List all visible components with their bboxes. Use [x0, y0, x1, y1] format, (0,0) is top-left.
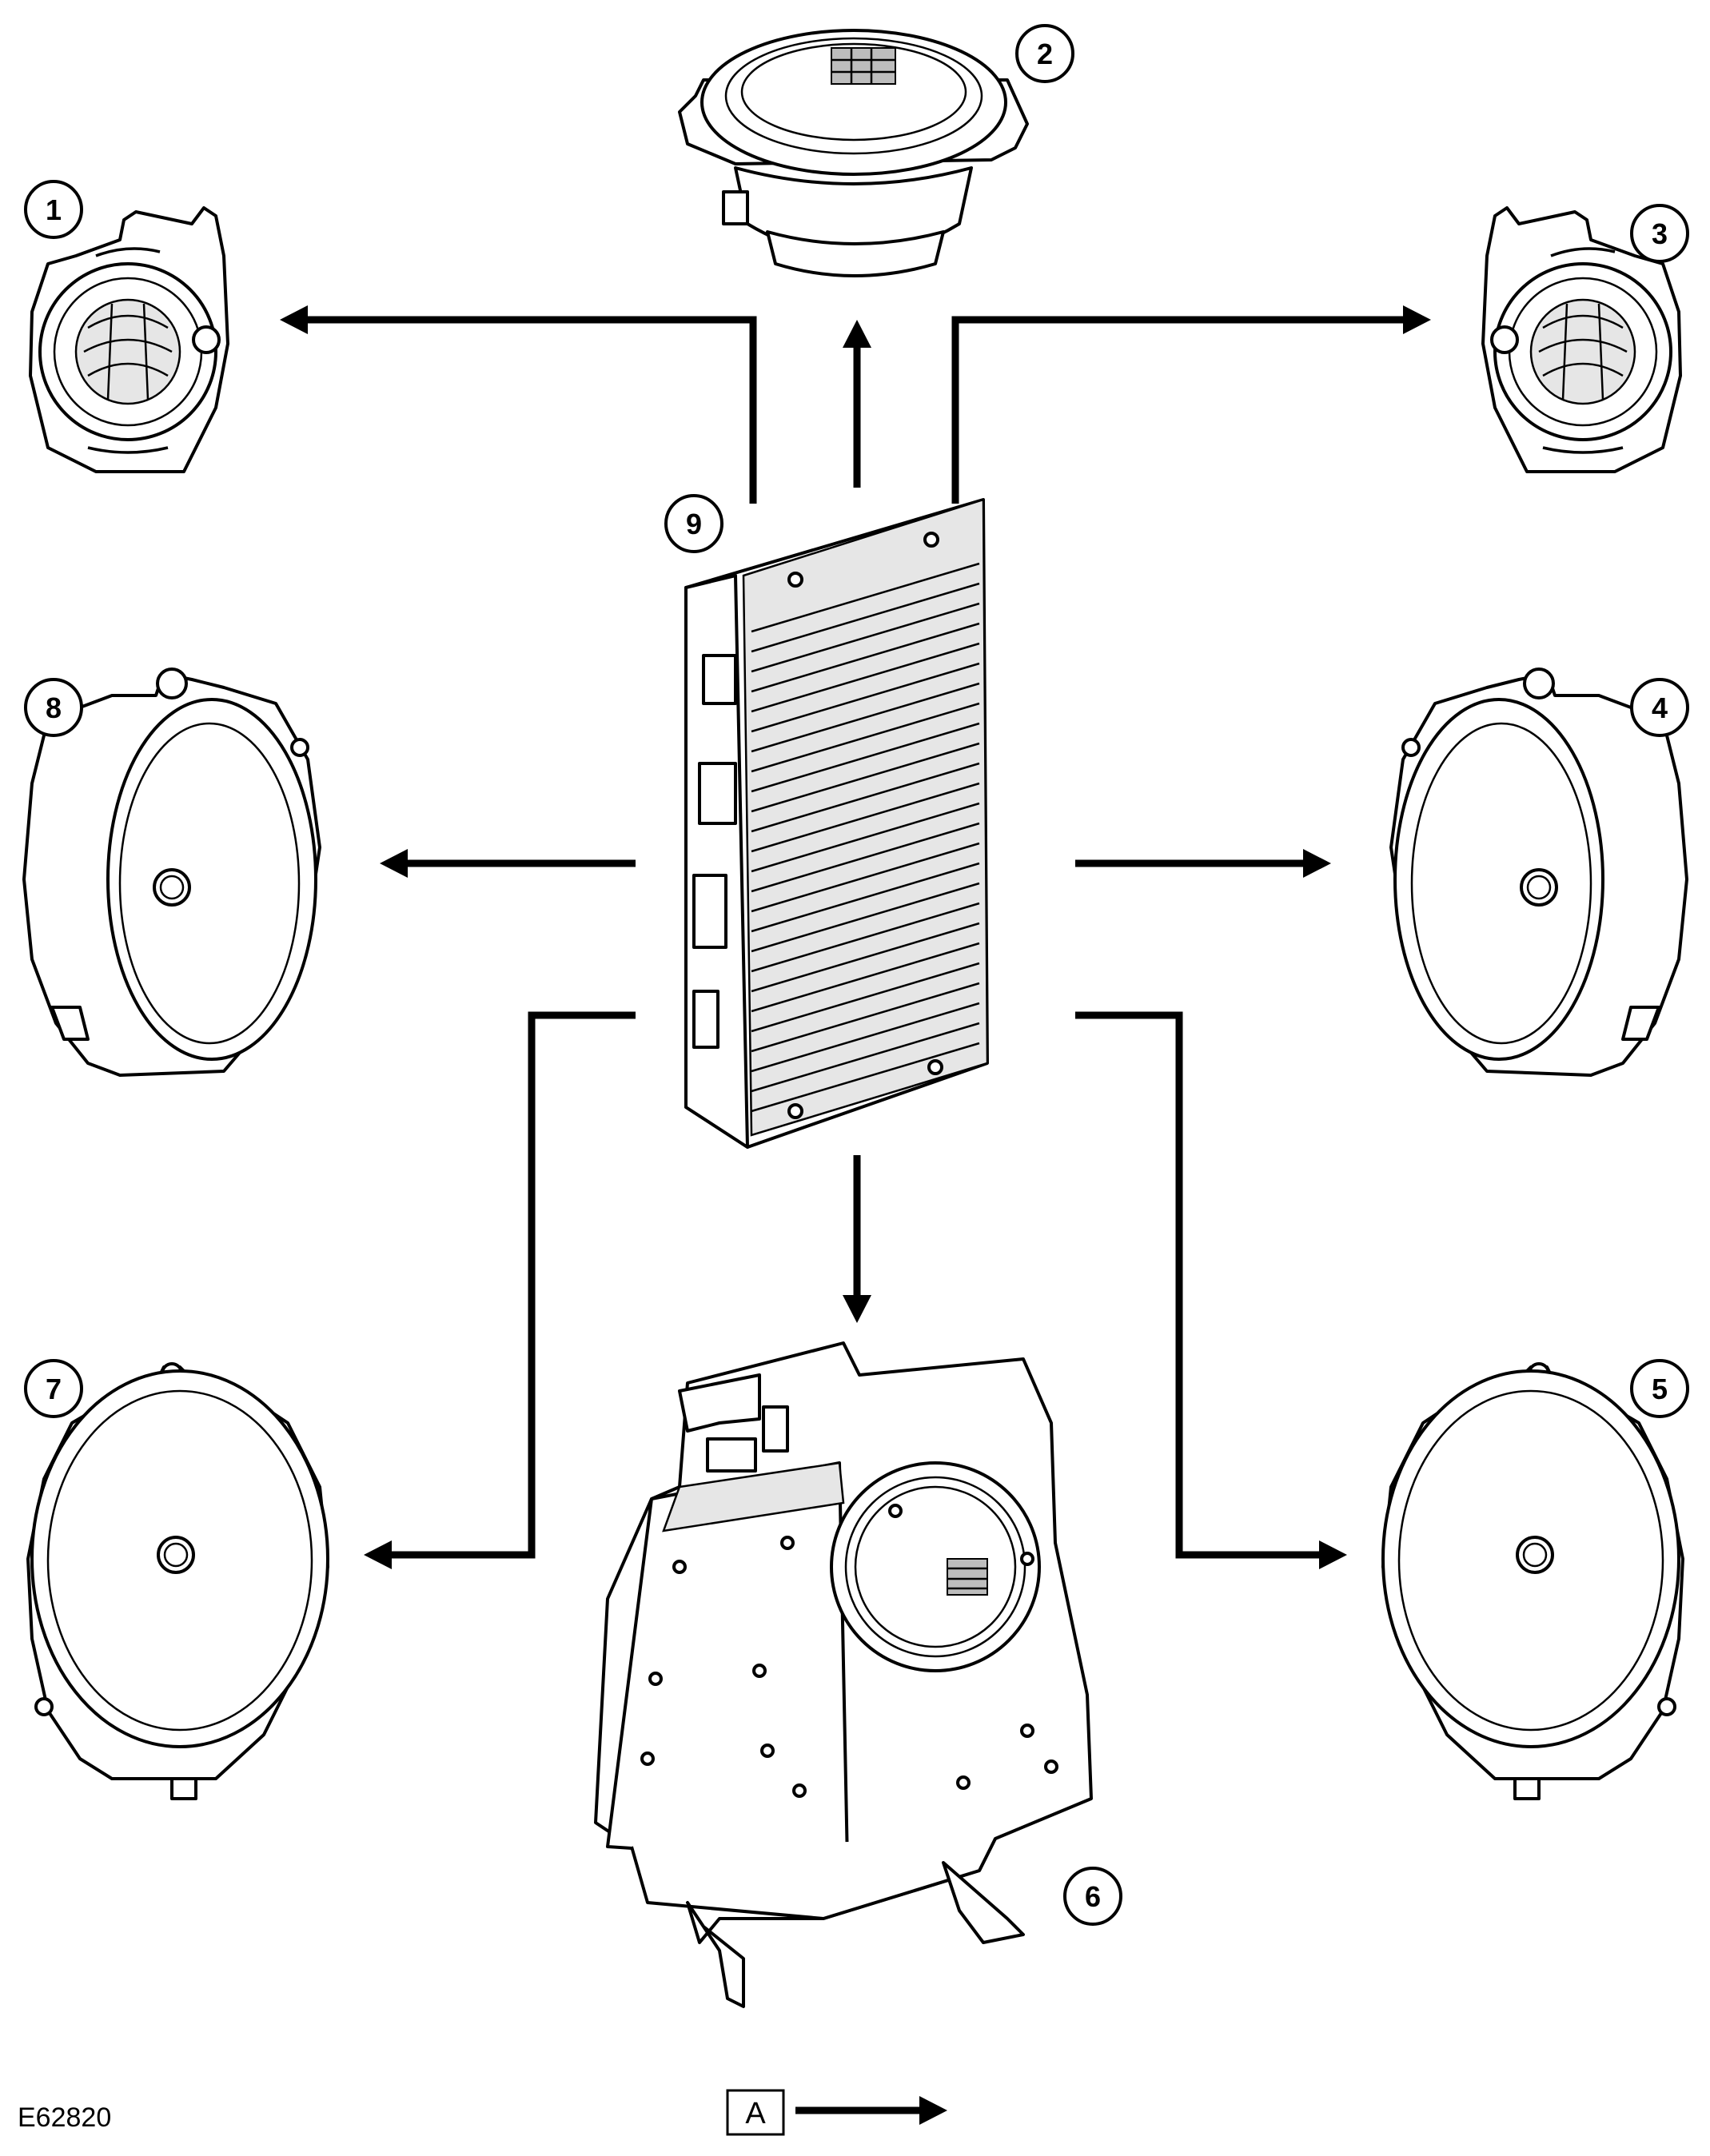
- callout-8: 8: [24, 678, 83, 737]
- view-direction-arrow-icon: [919, 2096, 947, 2125]
- callout-8-label: 8: [46, 691, 62, 724]
- callout-9: 9: [664, 494, 723, 553]
- speaker-top-center: [678, 29, 1029, 277]
- callout-3-label: 3: [1652, 217, 1668, 250]
- callout-3: 3: [1630, 204, 1689, 263]
- view-marker-label: A: [745, 2097, 766, 2130]
- callout-1-label: 1: [46, 193, 62, 226]
- speaker-left-upper: [22, 668, 321, 1077]
- callout-2: 2: [1015, 24, 1074, 83]
- callout-5: 5: [1630, 1359, 1689, 1418]
- speaker-left-lower: [26, 1362, 329, 1800]
- callout-6: 6: [1063, 1867, 1122, 1926]
- heat-sink-fins: [751, 562, 980, 1113]
- subwoofer-enclosure: [594, 1341, 1093, 2008]
- view-direction-marker: A: [726, 2089, 947, 2136]
- callout-9-label: 9: [686, 508, 702, 540]
- callout-7: 7: [24, 1359, 83, 1418]
- amplifier-module: [684, 498, 989, 1149]
- speaker-right-upper: [1389, 668, 1688, 1077]
- callout-6-label: 6: [1085, 1880, 1101, 1913]
- tweeter-right: [1481, 206, 1682, 473]
- callout-2-label: 2: [1037, 38, 1053, 70]
- callout-4-label: 4: [1652, 691, 1668, 724]
- connection-arrows: [280, 305, 1431, 1569]
- tweeter-left: [29, 206, 229, 473]
- callout-7-label: 7: [46, 1373, 62, 1405]
- callout-4: 4: [1630, 678, 1689, 737]
- speaker-right-lower: [1381, 1362, 1684, 1800]
- callout-5-label: 5: [1652, 1373, 1668, 1405]
- figure-id: E62820: [18, 2102, 112, 2133]
- callout-1: 1: [24, 180, 83, 239]
